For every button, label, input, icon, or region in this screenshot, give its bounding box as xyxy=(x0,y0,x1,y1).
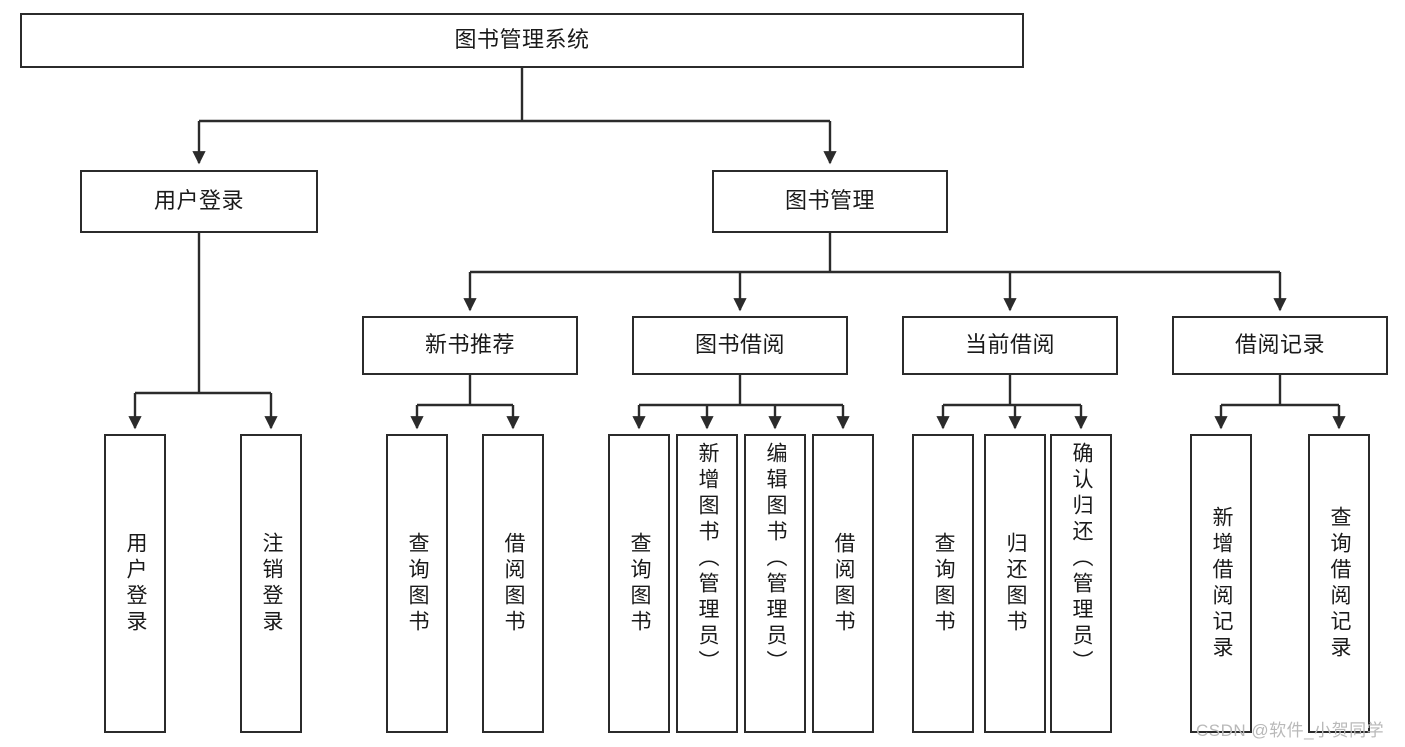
node-leaf-query-book-1-label: 查询图书 xyxy=(406,531,430,636)
node-current-borrow-label: 当前借阅 xyxy=(964,332,1055,358)
node-leaf-add-book-admin[interactable]: 新增图书（管理员） xyxy=(676,434,738,733)
node-book-management-label: 图书管理 xyxy=(784,188,875,214)
node-current-borrow[interactable]: 当前借阅 xyxy=(902,316,1118,375)
node-leaf-borrow-book-2-label: 借阅图书 xyxy=(832,531,856,636)
node-leaf-query-book-2[interactable]: 查询图书 xyxy=(608,434,670,733)
node-leaf-return-book-label: 归还图书 xyxy=(1004,531,1028,636)
node-leaf-query-book-3[interactable]: 查询图书 xyxy=(912,434,974,733)
node-leaf-query-borrow-record[interactable]: 查询借阅记录 xyxy=(1308,434,1370,733)
node-leaf-edit-book-admin-label: 编辑图书（管理员） xyxy=(764,442,788,676)
node-root[interactable]: 图书管理系统 xyxy=(20,13,1024,68)
node-leaf-edit-book-admin[interactable]: 编辑图书（管理员） xyxy=(744,434,806,733)
node-user-login[interactable]: 用户登录 xyxy=(80,170,318,233)
node-leaf-add-borrow-record-label: 新增借阅记录 xyxy=(1210,505,1234,662)
node-leaf-user-login-label: 用户登录 xyxy=(124,531,148,636)
node-leaf-user-login[interactable]: 用户登录 xyxy=(104,434,166,733)
node-borrow-record-label: 借阅记录 xyxy=(1234,332,1325,358)
node-leaf-borrow-book-1-label: 借阅图书 xyxy=(502,531,526,636)
node-leaf-confirm-return-admin-label: 确认归还（管理员） xyxy=(1070,442,1094,676)
node-book-management[interactable]: 图书管理 xyxy=(712,170,948,233)
node-leaf-query-book-3-label: 查询图书 xyxy=(932,531,956,636)
node-leaf-borrow-book-2[interactable]: 借阅图书 xyxy=(812,434,874,733)
node-leaf-query-borrow-record-label: 查询借阅记录 xyxy=(1328,505,1352,662)
node-new-book-recommend-label: 新书推荐 xyxy=(424,332,515,358)
watermark: CSDN @软件_小贺同学 xyxy=(1196,721,1385,740)
node-user-login-label: 用户登录 xyxy=(153,188,244,214)
node-leaf-query-book-2-label: 查询图书 xyxy=(628,531,652,636)
node-leaf-confirm-return-admin[interactable]: 确认归还（管理员） xyxy=(1050,434,1112,733)
node-book-borrow[interactable]: 图书借阅 xyxy=(632,316,848,375)
node-new-book-recommend[interactable]: 新书推荐 xyxy=(362,316,578,375)
node-leaf-add-borrow-record[interactable]: 新增借阅记录 xyxy=(1190,434,1252,733)
node-leaf-logout-login-label: 注销登录 xyxy=(260,531,284,636)
node-leaf-add-book-admin-label: 新增图书（管理员） xyxy=(696,442,720,676)
node-borrow-record[interactable]: 借阅记录 xyxy=(1172,316,1388,375)
node-root-label: 图书管理系统 xyxy=(454,27,590,53)
node-leaf-return-book[interactable]: 归还图书 xyxy=(984,434,1046,733)
node-leaf-borrow-book-1[interactable]: 借阅图书 xyxy=(482,434,544,733)
node-leaf-query-book-1[interactable]: 查询图书 xyxy=(386,434,448,733)
node-leaf-logout-login[interactable]: 注销登录 xyxy=(240,434,302,733)
node-book-borrow-label: 图书借阅 xyxy=(694,332,785,358)
